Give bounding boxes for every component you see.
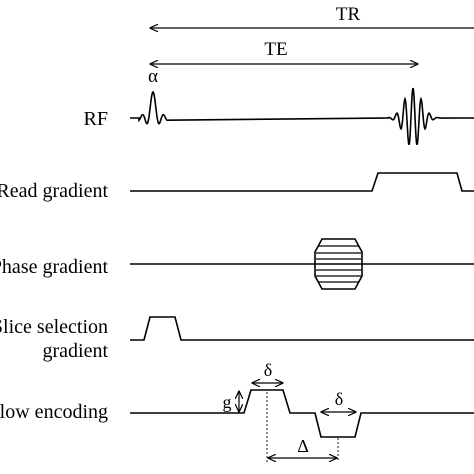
read-gradient-label: Read gradient [0, 180, 108, 202]
flow-encoding-trace [130, 389, 474, 438]
tr-label: TR [336, 4, 361, 25]
tr-interval: TR [150, 4, 474, 28]
delta-2-label: δ [335, 389, 343, 409]
read-gradient-trace [130, 172, 474, 192]
flow-encoding-label: Flow encoding [0, 401, 108, 423]
read-gradient-row: Read gradient [0, 172, 474, 202]
phase-table-outline [314, 238, 363, 290]
te-label: TE [264, 39, 287, 60]
slice-gradient-row: Slice selection gradient [0, 316, 474, 362]
slice-gradient-trace [130, 316, 474, 341]
flip-angle-label: α [148, 66, 158, 87]
amplitude-label: g [223, 392, 232, 412]
separation-label: Δ [297, 436, 309, 456]
delta-1-label: δ [264, 360, 272, 380]
rf-row: RF α [84, 66, 474, 145]
te-interval: TE [150, 39, 418, 64]
slice-gradient-label-line1: Slice selection [0, 316, 108, 338]
slice-gradient-label-line2: gradient [42, 340, 108, 362]
rf-trace [130, 87, 474, 145]
phase-gradient-row: Phase gradient [0, 238, 474, 290]
phase-encoding-table [314, 238, 363, 290]
flow-encoding-row: Flow encoding g δ δ Δ [0, 360, 474, 462]
rf-label: RF [84, 108, 108, 130]
phase-gradient-label: Phase gradient [0, 256, 108, 278]
